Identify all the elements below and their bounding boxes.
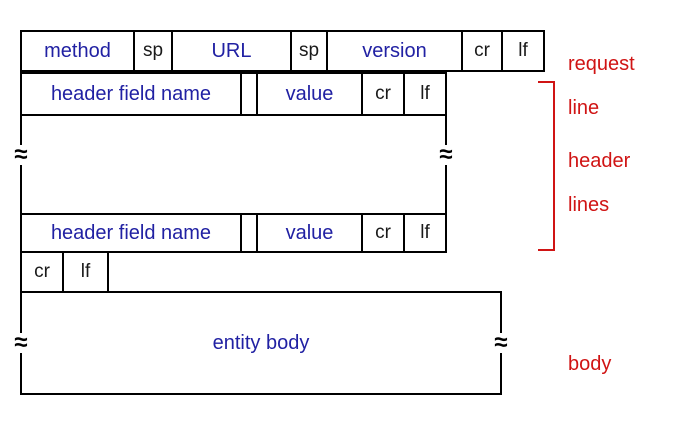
break-mark-icon: ≈ [494,329,508,356]
request-line-label-line2: line [568,97,600,119]
cell-lf: lf [420,83,430,104]
body-label: body [568,331,611,397]
header-lines-label: header lines [568,128,630,238]
cell-lf: lf [420,222,430,243]
header-lines-label-line2: lines [568,194,610,216]
blank-line-row: cr lf [20,251,109,293]
cell-cr: cr [463,32,503,70]
cell-method: method [22,32,135,70]
entity-body-label: entity body [212,331,310,354]
cell-gap [242,215,258,251]
cell-url: URL [173,32,292,70]
cell-gap [242,74,258,114]
header-line-row: header field name value cr lf [20,72,447,116]
cell-value: value [258,215,363,251]
cell-lf: lf [518,40,528,61]
break-mark-icon: ≈ [14,141,28,168]
cell-cr: cr [363,215,405,251]
cell-sp: sp [135,32,173,70]
cell-cr: cr [363,74,405,114]
header-lines-bracket [538,81,555,251]
break-mark-icon: ≈ [439,141,453,168]
entity-body-box: entity body [20,291,502,395]
header-lines-label-line1: header [568,150,631,172]
cell-version: version [328,32,463,70]
cell-header-field-name: header field name [22,74,242,114]
header-lines-skip-region [20,116,447,213]
request-line-row: method sp URL sp version cr lf [20,30,545,72]
cell-value: value [258,74,363,114]
break-mark-icon: ≈ [14,329,28,356]
request-line-label: request line [568,31,635,141]
header-line-row: header field name value cr lf [20,213,447,253]
request-line-label-line1: request [568,53,635,75]
body-label-line1: body [568,353,612,375]
cell-header-field-name: header field name [22,215,242,251]
cell-lf: lf [80,261,91,282]
cell-sp: sp [292,32,328,70]
cell-cr: cr [22,253,64,291]
